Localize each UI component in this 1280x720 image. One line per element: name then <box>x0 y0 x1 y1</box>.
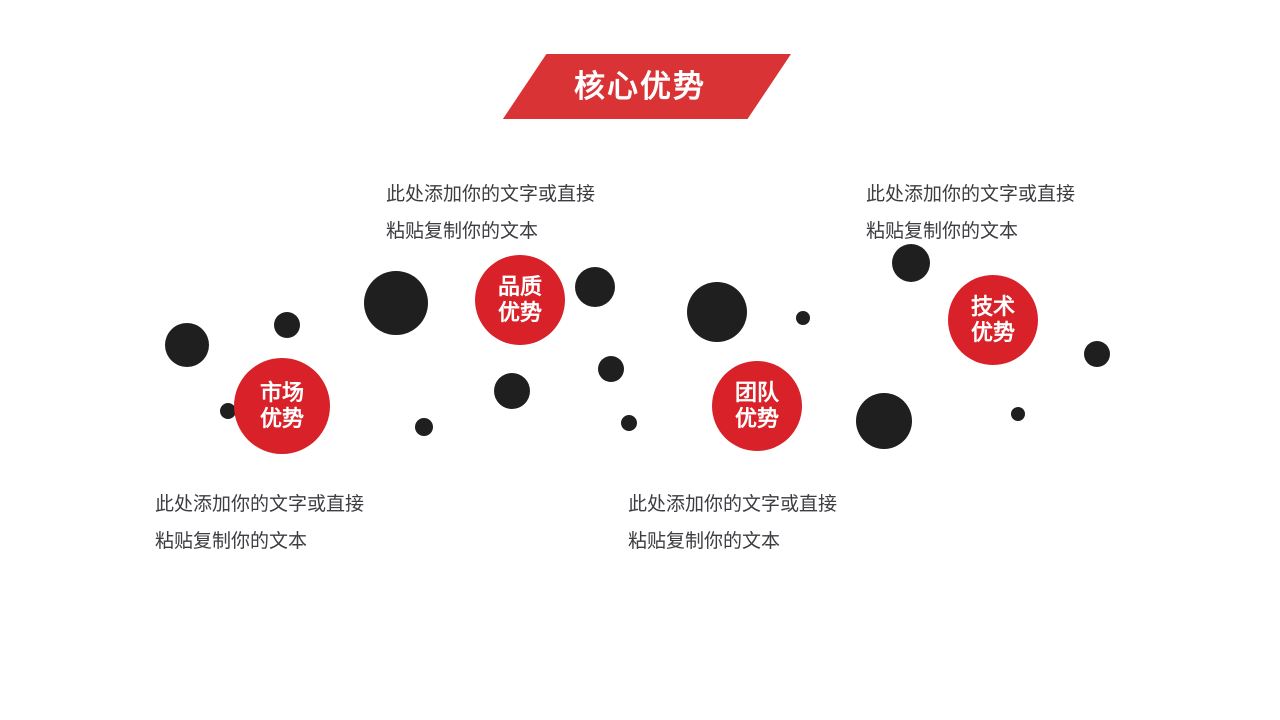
advantage-bubble-quality[interactable]: 品质优势 <box>475 255 565 345</box>
advantage-bubble-label-line2: 优势 <box>259 406 304 431</box>
decorative-dot <box>494 373 530 409</box>
decorative-dot <box>220 403 236 419</box>
advantage-bubble-label-line2: 优势 <box>734 406 779 431</box>
decorative-dot <box>892 244 930 282</box>
caption-team-caption: 此处添加你的文字或直接粘贴复制你的文本 <box>628 486 837 560</box>
advantage-bubble-team[interactable]: 团队优势 <box>712 361 802 451</box>
caption-market-caption: 此处添加你的文字或直接粘贴复制你的文本 <box>155 486 364 560</box>
caption-technology-caption: 此处添加你的文字或直接粘贴复制你的文本 <box>866 176 1075 250</box>
decorative-dot <box>415 418 433 436</box>
caption-line-2: 粘贴复制你的文本 <box>628 531 781 553</box>
decorative-dot <box>687 282 747 342</box>
decorative-dot <box>598 356 624 382</box>
caption-line-1: 此处添加你的文字或直接 <box>628 494 838 515</box>
caption-line-1: 此处添加你的文字或直接 <box>386 184 596 205</box>
caption-quality-caption: 此处添加你的文字或直接粘贴复制你的文本 <box>386 176 595 250</box>
advantage-bubble-label-line1: 市场 <box>259 380 304 406</box>
title-banner: 核心优势 <box>489 54 791 119</box>
advantage-bubble-label-line1: 技术 <box>970 294 1015 320</box>
decorative-dot <box>274 312 300 338</box>
advantage-bubble-label-line2: 优势 <box>497 300 542 325</box>
caption-line-1: 此处添加你的文字或直接 <box>866 184 1076 205</box>
decorative-dot <box>575 267 615 307</box>
decorative-dot <box>364 271 428 335</box>
advantage-bubble-label-line2: 优势 <box>970 320 1015 345</box>
caption-line-2: 粘贴复制你的文本 <box>866 221 1019 243</box>
decorative-dot <box>796 311 810 325</box>
decorative-dot <box>1084 341 1110 367</box>
advantage-bubble-market[interactable]: 市场优势 <box>234 358 330 454</box>
advantage-bubble-technology[interactable]: 技术优势 <box>948 275 1038 365</box>
advantage-bubble-label-line1: 团队 <box>734 380 779 406</box>
decorative-dot <box>1011 407 1025 421</box>
caption-line-2: 粘贴复制你的文本 <box>155 531 308 553</box>
caption-line-2: 粘贴复制你的文本 <box>386 221 539 243</box>
title-banner-shape <box>502 54 791 119</box>
decorative-dot <box>165 323 209 367</box>
advantage-bubble-label-line1: 品质 <box>497 274 542 300</box>
decorative-dot <box>856 393 912 449</box>
page-title: 核心优势 <box>574 69 706 104</box>
caption-line-1: 此处添加你的文字或直接 <box>155 494 365 515</box>
decorative-dot <box>621 415 637 431</box>
